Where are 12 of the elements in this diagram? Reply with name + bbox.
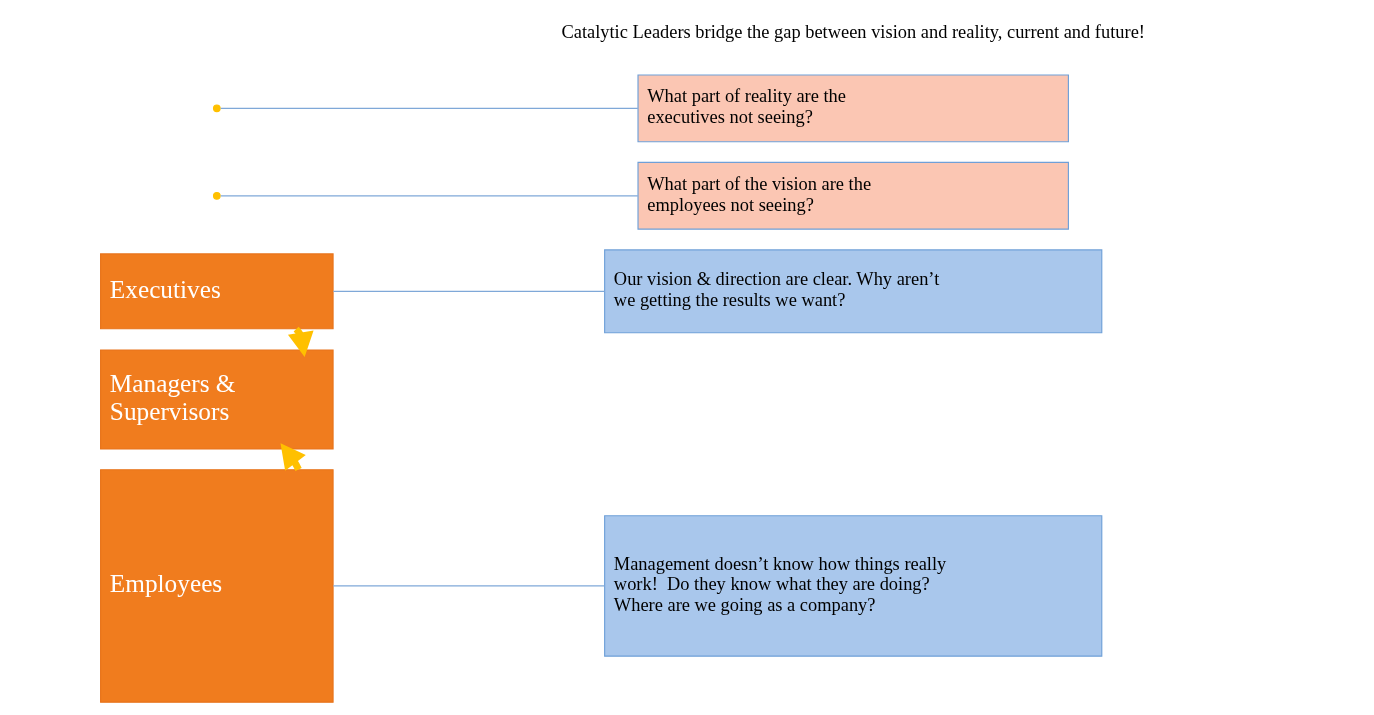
node-box: Executives [99, 253, 334, 330]
node-box: What part of the vision are the employees not seeing? [636, 161, 1069, 230]
connector [219, 107, 638, 109]
node-box: Management doesn’t know how things really work! Do they know what they are doing? Where are we going as a company? [603, 515, 1102, 657]
label: Catalytic Leaders bridge the gap between vision and reality, current and future! [560, 21, 1145, 42]
node-box: Our vision & direction are clear. Why aren’t we getting the results we want? [603, 249, 1102, 334]
node-box: What part of reality are the executives not seeing? [636, 74, 1069, 143]
connector [219, 195, 638, 197]
connector [332, 585, 605, 587]
node-box: Managers & Supervisors [99, 349, 334, 450]
node-box: Employees [99, 469, 334, 703]
connector [332, 290, 605, 292]
